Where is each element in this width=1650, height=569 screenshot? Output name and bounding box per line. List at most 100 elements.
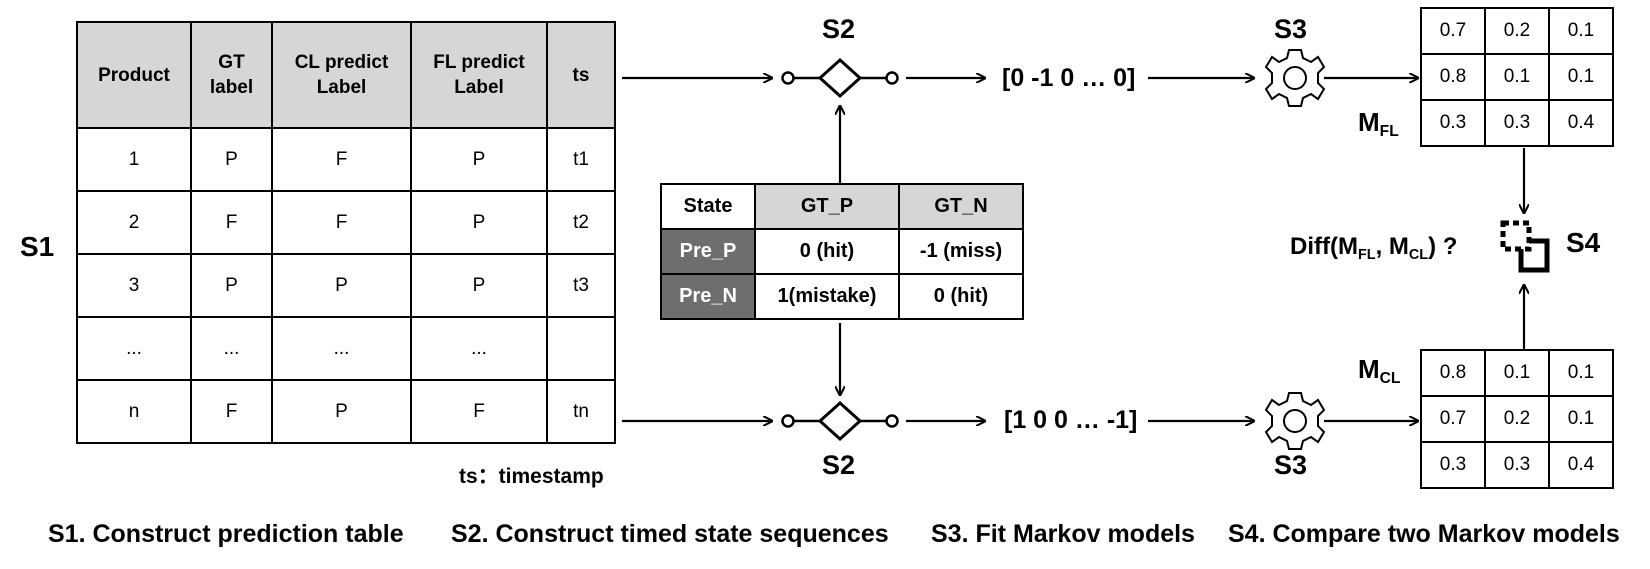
table-row: n F P F tn: [76, 379, 616, 444]
matrix-row: 0.7 0.2 0.1: [1420, 395, 1614, 443]
header-product: Product: [76, 21, 192, 129]
cell-ts: tn: [546, 379, 616, 444]
cell-gt: P: [190, 253, 273, 318]
gear-icon: [1264, 49, 1326, 107]
matrix-cell: 0.7: [1420, 7, 1486, 55]
cell-fl: F: [410, 379, 548, 444]
cell-ts: t3: [546, 253, 616, 318]
matrix-cell: 0.1: [1484, 349, 1550, 397]
header-ts: ts: [546, 21, 616, 129]
gateway-icon: [781, 57, 899, 99]
matrix-row: 0.8 0.1 0.1: [1420, 349, 1614, 397]
diff-sub-cl: CL: [1408, 247, 1429, 264]
matrix-cl-label: MCL: [1358, 354, 1401, 388]
matrix-cl-sub: CL: [1379, 370, 1401, 388]
table-row: ... ... ... ...: [76, 316, 616, 381]
cell-gt: F: [190, 190, 273, 255]
label-s4: S4: [1566, 227, 1601, 258]
matrix-fl: 0.7 0.2 0.1 0.8 0.1 0.1 0.3 0.3 0.4: [1420, 7, 1614, 147]
timestamp-footnote: ts：timestamp: [459, 465, 604, 488]
state-header-row: State GT_P GT_N: [660, 183, 1024, 230]
cell-product: ...: [76, 316, 192, 381]
matrix-cell: 0.4: [1548, 99, 1614, 147]
matrix-fl-base: M: [1358, 107, 1380, 137]
cell-fl: P: [410, 190, 548, 255]
matrix-row: 0.3 0.3 0.4: [1420, 99, 1614, 147]
state-cell: 0 (hit): [754, 228, 900, 275]
diff-mid: , M: [1375, 233, 1409, 260]
matrix-cell: 0.1: [1548, 395, 1614, 443]
matrix-cell: 0.1: [1548, 53, 1614, 101]
diff-sub-fl: FL: [1357, 247, 1376, 264]
cell-fl: P: [410, 253, 548, 318]
state-cell: -1 (miss): [898, 228, 1024, 275]
matrix-cell: 0.4: [1548, 441, 1614, 489]
cell-gt: F: [190, 379, 273, 444]
step-caption-s2: S2. Construct timed state sequences: [451, 520, 889, 548]
label-s2-bottom: S2: [822, 450, 856, 480]
matrix-cell: 0.2: [1484, 395, 1550, 443]
matrix-row: 0.7 0.2 0.1: [1420, 7, 1614, 55]
gear-icon: [1264, 392, 1326, 450]
state-row-label: Pre_N: [660, 273, 756, 320]
matrix-cell: 0.8: [1420, 349, 1486, 397]
matrix-cell: 0.8: [1420, 53, 1486, 101]
cell-cl: F: [271, 127, 412, 192]
state-cell: 1(mistake): [754, 273, 900, 320]
step-caption-s4: S4. Compare two Markov models: [1228, 520, 1620, 548]
matrix-cell: 0.7: [1420, 395, 1486, 443]
matrix-cell: 0.1: [1484, 53, 1550, 101]
matrix-cell: 0.1: [1548, 7, 1614, 55]
matrix-row: 0.8 0.1 0.1: [1420, 53, 1614, 101]
cell-fl: P: [410, 127, 548, 192]
state-row: Pre_P 0 (hit) -1 (miss): [660, 228, 1024, 275]
state-col-gt-p: GT_P: [754, 183, 900, 230]
step-caption-s1: S1. Construct prediction table: [48, 520, 404, 548]
matrix-cell: 0.2: [1484, 7, 1550, 55]
cell-gt: ...: [190, 316, 273, 381]
state-cell: 0 (hit): [898, 273, 1024, 320]
state-table: State GT_P GT_N Pre_P 0 (hit) -1 (miss) …: [660, 183, 1024, 320]
matrix-cl: 0.8 0.1 0.1 0.7 0.2 0.1 0.3 0.3 0.4: [1420, 349, 1614, 489]
label-s3-bottom: S3: [1274, 450, 1308, 480]
state-row-label: Pre_P: [660, 228, 756, 275]
state-corner: State: [660, 183, 756, 230]
state-row: Pre_N 1(mistake) 0 (hit): [660, 273, 1024, 320]
cell-product: n: [76, 379, 192, 444]
table-row: 1 P F P t1: [76, 127, 616, 192]
matrix-cell: 0.3: [1484, 441, 1550, 489]
matrix-row: 0.3 0.3 0.4: [1420, 441, 1614, 489]
diff-suffix: ) ?: [1428, 233, 1458, 260]
diff-question: Diff(MFL, MCL) ?: [1290, 233, 1458, 264]
cell-product: 3: [76, 253, 192, 318]
table-row: 2 F F P t2: [76, 190, 616, 255]
label-s1: S1: [20, 231, 55, 262]
matrix-cell: 0.3: [1420, 99, 1486, 147]
matrix-cell: 0.1: [1548, 349, 1614, 397]
cell-cl: F: [271, 190, 412, 255]
matrix-fl-sub: FL: [1379, 123, 1399, 141]
cell-product: 1: [76, 127, 192, 192]
cell-ts: t2: [546, 190, 616, 255]
matrix-fl-label: MFL: [1358, 107, 1399, 141]
cell-cl: P: [271, 379, 412, 444]
cell-ts: [546, 316, 616, 381]
step-caption-s3: S3. Fit Markov models: [931, 520, 1195, 548]
matrix-cell: 0.3: [1420, 441, 1486, 489]
compare-icon: [1500, 220, 1550, 273]
sequence-cl: [1 0 0 … -1]: [1004, 406, 1138, 434]
cell-cl: ...: [271, 316, 412, 381]
table-row: 3 P P P t3: [76, 253, 616, 318]
diff-prefix: Diff(M: [1290, 233, 1358, 260]
sequence-fl: [0 -1 0 … 0]: [1002, 64, 1136, 92]
cell-cl: P: [271, 253, 412, 318]
state-col-gt-n: GT_N: [898, 183, 1024, 230]
label-s2-top: S2: [822, 14, 856, 44]
gateway-icon: [781, 400, 899, 442]
label-s3-top: S3: [1274, 14, 1308, 44]
